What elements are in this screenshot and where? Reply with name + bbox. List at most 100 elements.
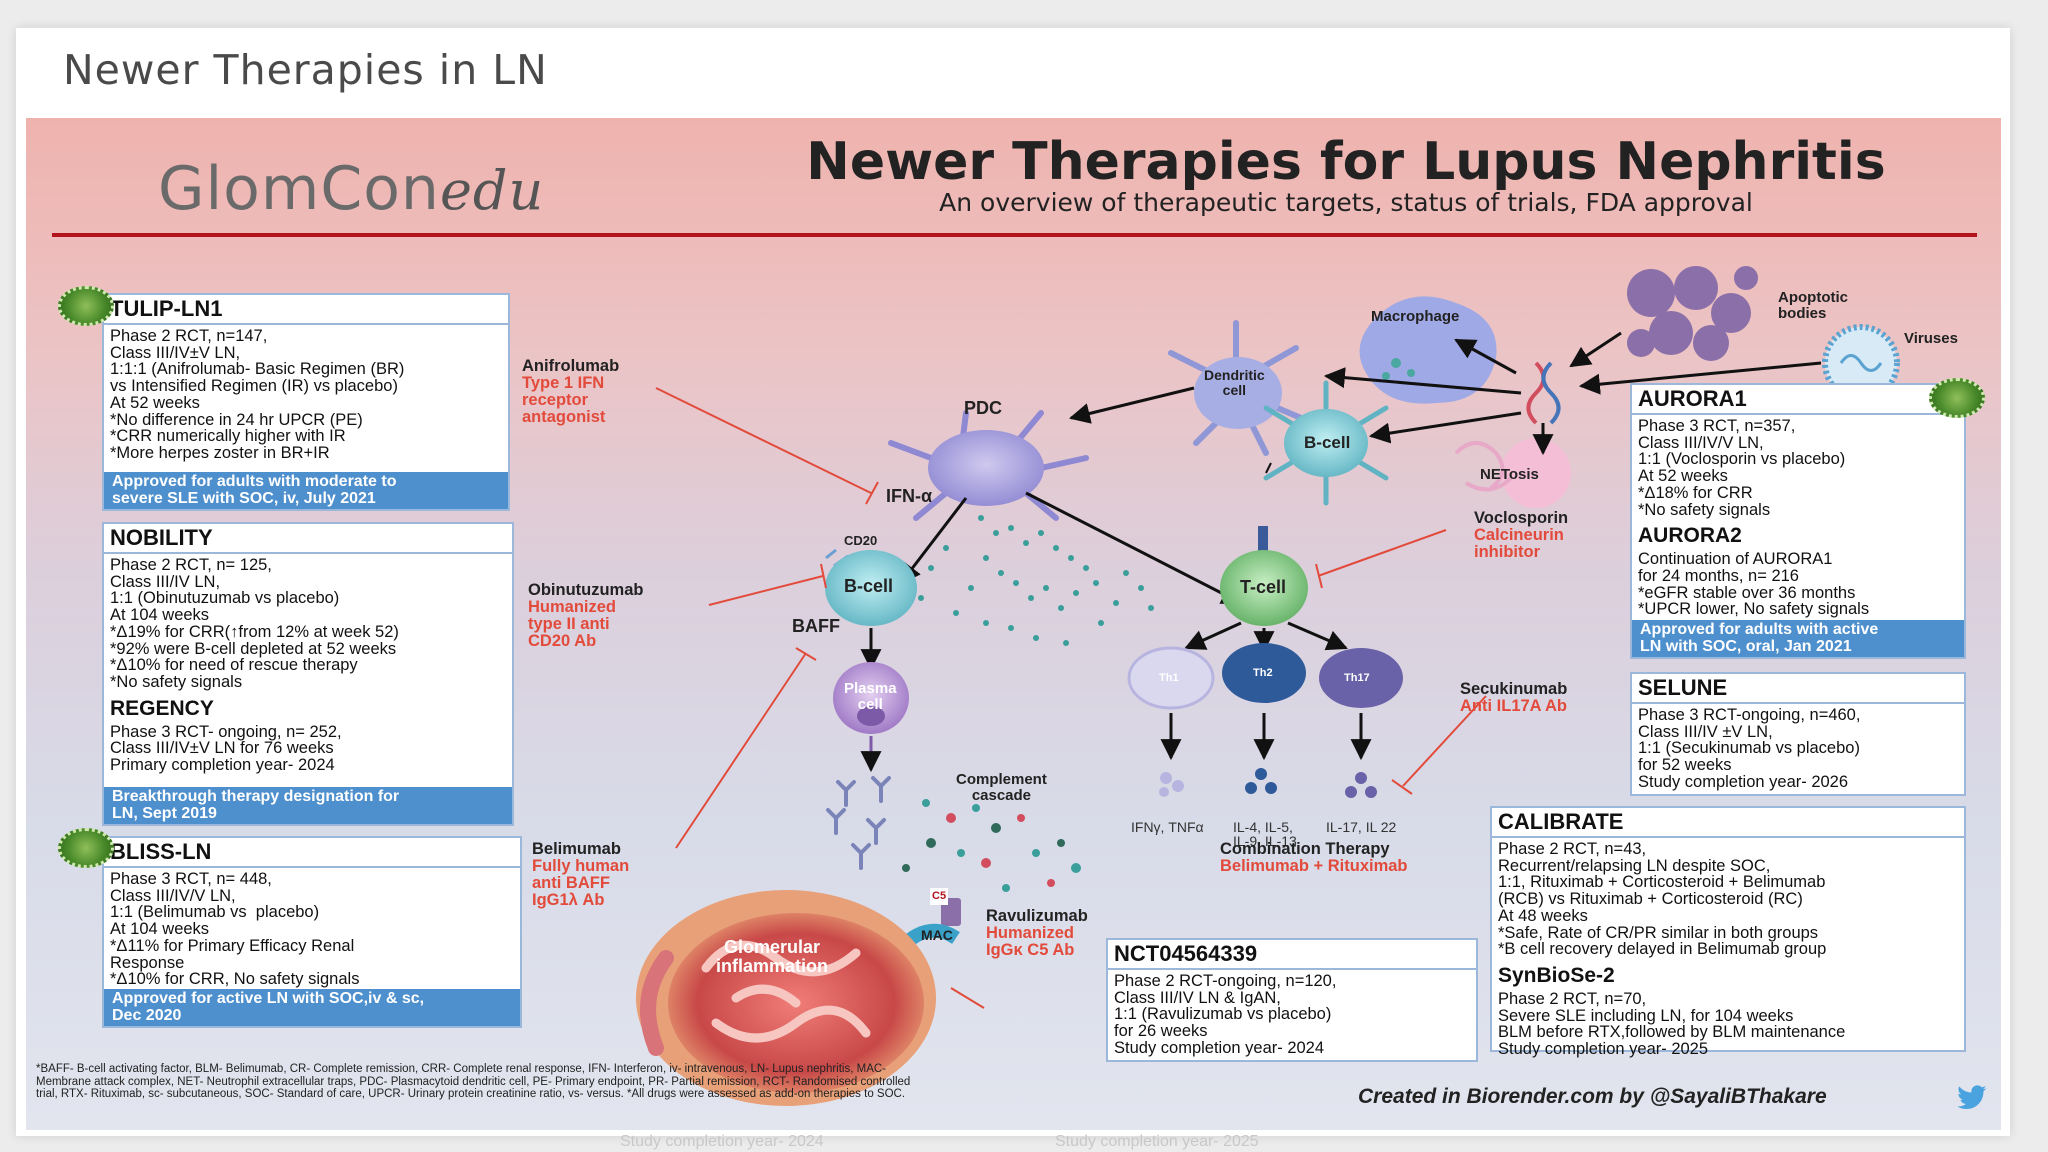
th17-cell (1319, 648, 1403, 708)
tulip-title: TULIP-LN1 (104, 295, 508, 325)
ifn-alpha-label: IFN-α (886, 486, 933, 506)
dna-strand (1526, 361, 1561, 425)
logo-main: GlomCon (158, 154, 440, 224)
card-selune: SELUNE Phase 3 RCT-ongoing, n=460, Class… (1630, 672, 1966, 796)
bcell-label: B-cell (844, 576, 894, 596)
card-nct04564339: NCT04564339 Phase 2 RCT-ongoing, n=120, … (1106, 938, 1478, 1062)
cytokines (1159, 768, 1377, 798)
card-bliss-ln: BLISS-LN Phase 3 RCT, n= 448, Class III/… (102, 836, 522, 1028)
regency-title: REGENCY (110, 696, 214, 720)
voclosporin-desc: Calcineurin inhibitor (1474, 526, 1564, 561)
slide: Newer Therapies in LN GlomConedu Newer T… (16, 28, 2010, 1136)
synbiose-body: Phase 2 RCT, n=70, Severe SLE including … (1498, 989, 1846, 1059)
secukinumab-name: Secukinumab (1460, 680, 1568, 698)
regency-body: Phase 3 RCT- ongoing, n= 252, Class III/… (110, 722, 342, 775)
netosis (1454, 438, 1571, 508)
complement-particles (902, 799, 1081, 892)
nobility-designation: Breakthrough therapy designation for LN,… (104, 787, 512, 824)
bcell-top (1263, 380, 1389, 506)
card-nobility: NOBILITY Phase 2 RCT, n= 125, Class III/… (102, 522, 514, 826)
aurora2-body: Continuation of AURORA1 for 24 months, n… (1638, 550, 1870, 619)
antibodies (826, 776, 891, 870)
combination-desc: Belimumab + Rituximab (1220, 857, 1408, 875)
card-tulip-ln1: TULIP-LN1 Phase 2 RCT, n=147, Class III/… (102, 293, 510, 511)
th1-label: Th1 (1159, 672, 1179, 684)
cd20-label: CD20 (844, 533, 878, 548)
aurora1-title: AURORA1 (1632, 385, 1964, 415)
aurora1-body: Phase 3 RCT, n=357, Class III/IV/V LN, 1… (1638, 417, 1846, 519)
baff-label: BAFF (792, 616, 840, 636)
bliss-title: BLISS-LN (104, 838, 520, 868)
combination-name: Combination Therapy (1220, 840, 1390, 858)
th17-cytokines: IL-17, IL 22 (1326, 819, 1397, 835)
glomcon-logo: GlomConedu (158, 154, 544, 224)
nct-body: Phase 2 RCT-ongoing, n=120, Class III/IV… (1114, 972, 1337, 1057)
synbiose-title: SynBioSe-2 (1498, 963, 1615, 987)
anifrolumab-desc: Type 1 IFN receptor antagonist (522, 374, 606, 426)
obinutuzumab-name: Obinutuzumab (528, 581, 644, 599)
mac-label: MAC (921, 927, 953, 943)
glomerulus-illustration (636, 890, 936, 1106)
nct-title: NCT04564339 (1108, 940, 1476, 970)
nobility-body: Phase 2 RCT, n= 125, Class III/IV LN, 1:… (110, 556, 399, 691)
calibrate-body: Phase 2 RCT, n=43, Recurrent/relapsing L… (1498, 840, 1827, 959)
logo-suffix: edu (439, 159, 545, 222)
obinutuzumab-desc: Humanized type II anti CD20 Ab (528, 598, 617, 650)
abbreviations-footnote: *BAFF- B-cell activating factor, BLM- Be… (36, 1063, 911, 1100)
aurora-approval: Approved for adults with active LN with … (1632, 620, 1964, 657)
virus (1822, 324, 1900, 402)
ghost-text-left: Study completion year- 2024 (620, 1133, 824, 1150)
plasma-cell-label: Plasma cell (844, 680, 897, 713)
voclosporin-name: Voclosporin (1474, 509, 1569, 527)
viruses-label: Viruses (1904, 330, 1958, 347)
tcell (1220, 526, 1308, 626)
calibrate-title: CALIBRATE (1492, 808, 1964, 838)
th17-label: Th17 (1344, 672, 1370, 684)
secukinumab-desc: Anti IL17A Ab (1460, 697, 1567, 715)
bcell-top-label: B-cell (1304, 433, 1351, 452)
poster-title: Newer Therapies for Lupus Nephritis (806, 132, 1886, 192)
apoptotic-bodies (1627, 266, 1758, 361)
pdc-cell (888, 410, 1089, 521)
nobility-title: NOBILITY (104, 524, 512, 554)
th1-cell (1127, 646, 1215, 710)
biorender-credit: Created in Biorender.com by @SayaliBThak… (1358, 1085, 1827, 1108)
macrophage-label: Macrophage (1371, 308, 1460, 325)
plasma-cell (833, 662, 909, 734)
bliss-approval: Approved for active LN with SOC,iv & sc,… (104, 989, 520, 1026)
selune-title: SELUNE (1632, 674, 1964, 704)
th2-cytokines: IL-4, IL-5, IL-9, IL-13 (1233, 819, 1297, 849)
ravulizumab-desc: Humanized IgGκ C5 Ab (986, 924, 1075, 959)
th1-cytokines: IFNγ, TNFα (1131, 819, 1204, 835)
pathway-diagram (636, 266, 1900, 1106)
bcell-main (825, 548, 917, 626)
th2-cell (1222, 643, 1306, 703)
macrophage (1359, 296, 1497, 404)
twitter-bird-icon (1957, 1085, 1987, 1110)
dendritic-cell (1168, 320, 1304, 456)
pdc-label: PDC (964, 398, 1003, 418)
title-divider (52, 233, 1977, 237)
c5-label: C5 (930, 888, 949, 905)
card-calibrate: CALIBRATE Phase 2 RCT, n=43, Recurrent/r… (1490, 806, 1966, 1057)
poster-subtitle: An overview of therapeutic targets, stat… (939, 188, 1753, 217)
approved-stamp-aurora (1929, 378, 1985, 418)
tulip-approval: Approved for adults with moderate to sev… (104, 472, 508, 509)
card-aurora: AURORA1 Phase 3 RCT, n=357, Class III/IV… (1630, 383, 1966, 659)
infographic-poster: GlomConedu Newer Therapies for Lupus Nep… (26, 118, 2001, 1130)
ravulizumab-name: Ravulizumab (986, 907, 1088, 925)
netosis-label: NETosis (1480, 466, 1539, 483)
th2-label: Th2 (1253, 667, 1273, 679)
bliss-body: Phase 3 RCT, n= 448, Class III/IV/V LN, … (110, 870, 360, 989)
belimumab-desc: Fully human anti BAFF IgG1λ Ab (532, 857, 630, 909)
ghost-text-right: Study completion year- 2025 (1055, 1133, 1259, 1150)
dendritic-label: Dendritic cell (1204, 367, 1265, 398)
approved-stamp-tulip (58, 286, 114, 326)
